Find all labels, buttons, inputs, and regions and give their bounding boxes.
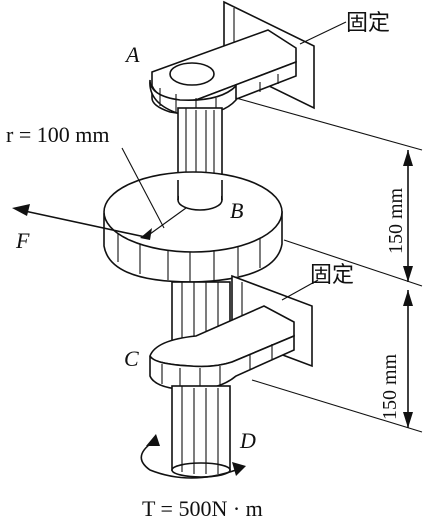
label-a: A <box>124 42 140 67</box>
label-d: D <box>239 428 256 453</box>
label-radius: r = 100 mm <box>6 122 109 147</box>
lower-shaft <box>171 385 231 478</box>
label-b: B <box>230 198 243 223</box>
label-dim-lower: 150 mm <box>379 353 401 420</box>
radius-leader <box>121 147 187 240</box>
force-arrow <box>12 204 151 239</box>
top-bracket-a <box>149 29 297 116</box>
label-force: F <box>15 228 30 253</box>
label-c: C <box>124 346 139 371</box>
middle-shaft <box>171 281 231 345</box>
disk-b <box>103 171 283 283</box>
fixed-mid-leader <box>281 279 319 301</box>
fixed-top-leader <box>299 21 347 45</box>
label-fixed-mid: 固定 <box>310 263 354 288</box>
label-torque: T = 500N · m <box>142 496 263 521</box>
dimension-lines <box>235 97 423 433</box>
label-dim-upper: 150 mm <box>385 187 407 254</box>
label-fixed-top: 固定 <box>346 11 390 36</box>
torque-arrow <box>140 434 246 479</box>
